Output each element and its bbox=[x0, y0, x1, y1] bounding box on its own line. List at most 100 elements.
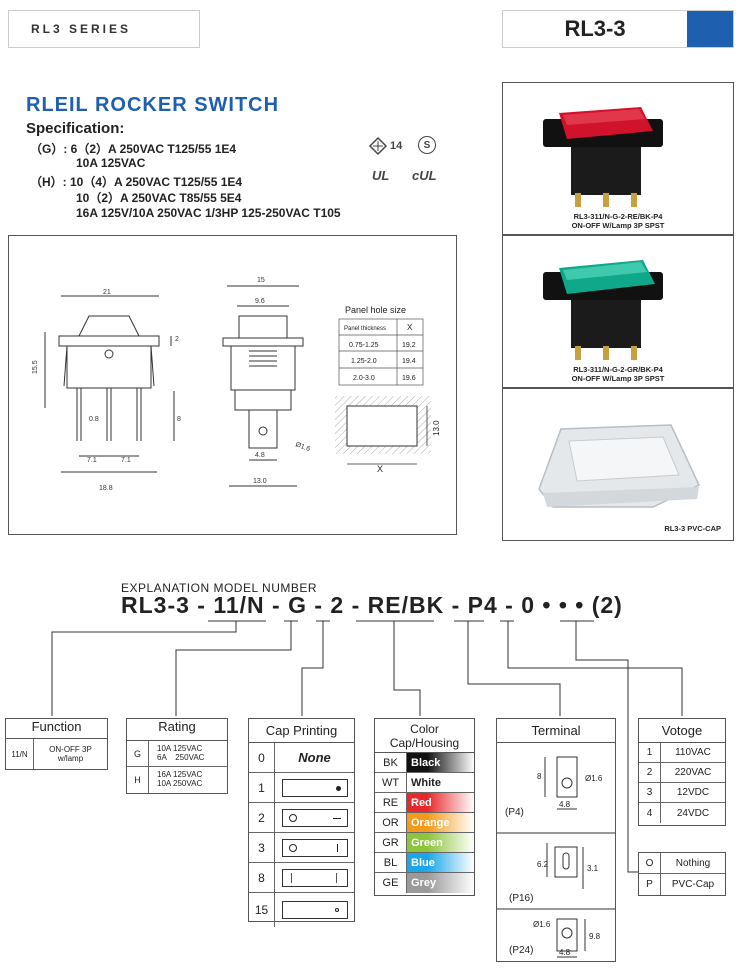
s-cert-icon: S bbox=[418, 136, 436, 154]
votoge-code: 1 bbox=[639, 743, 661, 762]
pvc-cap-image bbox=[538, 424, 700, 508]
dim-8: 8 bbox=[177, 416, 181, 423]
color-name: White bbox=[407, 773, 474, 792]
technical-drawing: 21 15.5 2 0.8 8 7.1 7.1 18.8 15 9.6 Ø1.6… bbox=[8, 235, 457, 535]
photo-green-caption-2: ON-OFF W/Lamp 3P SPST bbox=[571, 374, 665, 383]
rating-h-line2: 10A 250VAC bbox=[157, 779, 203, 788]
color-code: GR bbox=[375, 833, 407, 852]
cap-code-2: 2 bbox=[249, 803, 275, 832]
votoge-row-2: 2 220VAC bbox=[639, 763, 725, 783]
panel-header-thickness: Panel thickness bbox=[344, 326, 386, 332]
cap-symbol-dot bbox=[281, 778, 348, 797]
explanation-label: EXPLANATION MODEL NUMBER bbox=[121, 581, 318, 595]
photo-green-caption-1: RL3-311/N-G-2-GR/BK-P4 bbox=[573, 365, 663, 374]
function-title: Function bbox=[6, 719, 107, 739]
terminal-drawings: (P4) 8 Ø1.6 4.8 (P16) 6.2 3.1 (P24) Ø1.6… bbox=[497, 756, 615, 958]
panel-row3-x: 19.6 bbox=[402, 375, 416, 382]
cap-option-code-p: P bbox=[639, 874, 661, 895]
dim-18-8: 18.8 bbox=[99, 485, 113, 492]
spec-line-2: 10A 125VAC bbox=[76, 156, 146, 170]
cap-printing-title: Cap Printing bbox=[249, 719, 354, 743]
color-name: Grey bbox=[407, 873, 474, 893]
cap-code-0: 0 bbox=[249, 743, 275, 772]
red-switch-image bbox=[543, 107, 663, 207]
cap-code-1: 1 bbox=[249, 773, 275, 802]
function-code: 11/N bbox=[6, 739, 34, 769]
cul-cert-icon: cUL bbox=[412, 168, 437, 183]
votoge-value: 24VDC bbox=[676, 807, 710, 819]
dim-13: 13.0 bbox=[253, 478, 267, 485]
color-code: WT bbox=[375, 773, 407, 792]
brand-color-block bbox=[687, 11, 733, 47]
cap-option-nothing: Nothing bbox=[675, 857, 711, 869]
dim-0-8: 0.8 bbox=[89, 416, 99, 423]
terminal-p4-d1: 8 bbox=[537, 772, 542, 781]
cap-code-8: 8 bbox=[249, 863, 275, 892]
dim-9-6: 9.6 bbox=[255, 298, 265, 305]
function-box: Function 11/N ON-OFF 3P w/lamp bbox=[5, 718, 108, 770]
panel-row2-x: 19.4 bbox=[402, 358, 416, 365]
terminal-title: Terminal bbox=[497, 719, 615, 743]
enec-number: 14 bbox=[390, 140, 403, 152]
function-desc-2: w/lamp bbox=[57, 754, 84, 763]
cap-option-code-o: O bbox=[639, 853, 661, 873]
dim-15-5: 15.5 bbox=[32, 360, 39, 374]
dim-21: 21 bbox=[103, 289, 111, 296]
rating-title: Rating bbox=[127, 719, 227, 741]
color-name: Black bbox=[407, 753, 474, 772]
cap-symbol-small-dot bbox=[281, 901, 348, 919]
color-title-1: Color bbox=[410, 722, 439, 736]
spec-line-5: 16A 125V/10A 250VAC 1/3HP 125-250VAC T10… bbox=[76, 206, 341, 220]
photo-panel-green: RL3-311/N-G-2-GR/BK-P4 ON-OFF W/Lamp 3P … bbox=[502, 235, 734, 388]
photo-red-caption-1: RL3-311/N-G-2-RE/BK-P4 bbox=[573, 212, 663, 221]
rating-code-h: H bbox=[127, 767, 149, 793]
color-name: Green bbox=[407, 833, 474, 852]
model-number: RL3-3 - 11/N - G - 2 - RE/BK - P4 - 0 • … bbox=[121, 592, 623, 618]
votoge-code: 4 bbox=[639, 803, 661, 823]
photo-red-caption-2: ON-OFF W/Lamp 3P SPST bbox=[571, 221, 665, 230]
cap-code-15: 15 bbox=[249, 893, 275, 927]
votoge-row-3: 3 12VDC bbox=[639, 783, 725, 803]
panel-hole-title: Panel hole size bbox=[345, 305, 406, 315]
dim-7-1-b: 7.1 bbox=[121, 457, 131, 464]
votoge-code: 3 bbox=[639, 783, 661, 802]
cap-option-box: O Nothing P PVC-Cap bbox=[638, 852, 726, 896]
spec-line-4: 10（2）A 250VAC T85/55 5E4 bbox=[76, 191, 242, 205]
color-name: Blue bbox=[407, 853, 474, 872]
terminal-p4-d3: 4.8 bbox=[559, 800, 571, 809]
rating-g-line2: 6A 250VAC bbox=[157, 753, 205, 762]
cap-symbol-o-dash bbox=[281, 808, 348, 827]
panel-row1-x: 19.2 bbox=[402, 342, 416, 349]
rating-h-line1: 16A 125VAC bbox=[157, 770, 203, 779]
votoge-code: 2 bbox=[639, 763, 661, 782]
panel-dim-x: X bbox=[377, 464, 383, 474]
cap-symbol-off-on bbox=[281, 868, 348, 887]
model-label: RL3-3 bbox=[564, 16, 626, 41]
dim-2: 2 bbox=[175, 336, 179, 343]
cap-code-3: 3 bbox=[249, 833, 275, 862]
votoge-value: 12VDC bbox=[676, 787, 710, 798]
series-label: RL3 SERIES bbox=[8, 10, 200, 48]
color-code: OR bbox=[375, 813, 407, 832]
color-code: RE bbox=[375, 793, 407, 812]
function-desc-1: ON-OFF 3P bbox=[49, 745, 92, 754]
color-code: BL bbox=[375, 853, 407, 872]
cap-symbol-o-bar bbox=[281, 838, 348, 857]
terminal-p16-d2: 3.1 bbox=[587, 864, 599, 873]
votoge-value: 220VAC bbox=[674, 767, 712, 778]
panel-dim-h: 13.0 bbox=[432, 420, 441, 436]
terminal-p24-label: (P24) bbox=[509, 945, 533, 956]
panel-row2-thick: 1.25-2.0 bbox=[351, 358, 377, 365]
photo-panel-cap: RL3-3 PVC-CAP bbox=[502, 388, 734, 541]
dim-4-8: 4.8 bbox=[255, 452, 265, 459]
dim-7-1-a: 7.1 bbox=[87, 457, 97, 464]
rating-g-line1: 10A 125VAC bbox=[157, 744, 203, 753]
panel-row3-thick: 2.0-3.0 bbox=[353, 375, 375, 382]
terminal-box: Terminal (P4) 8 Ø1.6 4.8 (P16) 6.2 3.1 (… bbox=[496, 718, 616, 962]
panel-row1-thick: 0.75-1.25 bbox=[349, 342, 379, 349]
